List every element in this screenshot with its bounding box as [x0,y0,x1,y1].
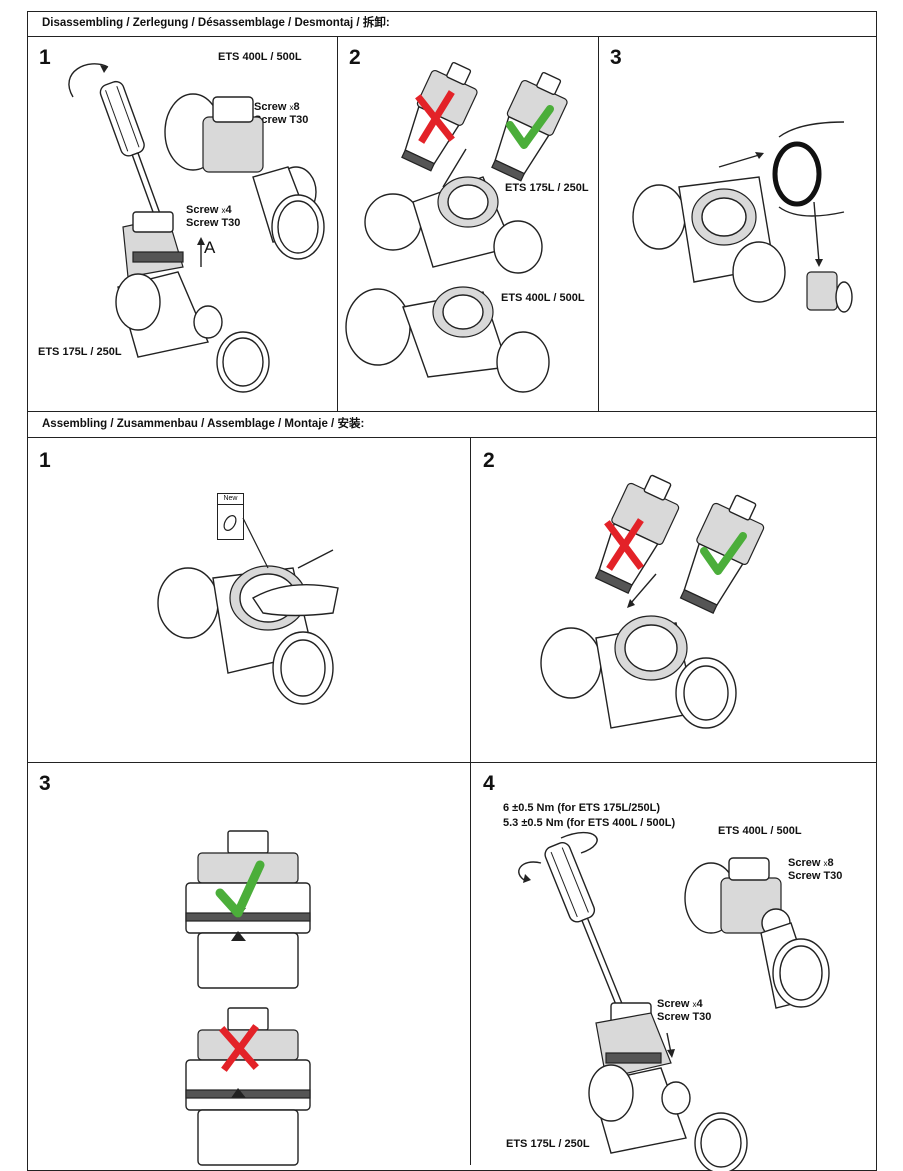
check-icon [506,105,554,149]
valve-icon [164,93,325,260]
actuator-icon [679,494,765,614]
assembly-step4-illustration [518,832,830,1171]
actuator-icon [185,830,311,989]
valve-icon [684,857,830,1009]
screw-label: Screw x8 Screw T30 [254,101,309,126]
cross-icon [219,1024,259,1072]
o-ring-icon [223,515,237,531]
model-label: ETS 175L / 250L [506,1138,590,1150]
divider [598,36,599,411]
step-number: 2 [483,449,495,472]
valve-icon [540,615,737,729]
screw-label: Screw x4 Screw T30 [186,204,241,229]
divider [470,437,471,1165]
cross-icon [604,518,644,571]
model-label: ETS 400L / 500L [218,51,302,63]
valve-icon [632,176,786,303]
model-label: ETS 400L / 500L [501,292,585,304]
step-number: 4 [483,772,495,795]
step-number: 1 [39,449,51,472]
disassembly-step3-illustration [632,121,853,313]
screw-label: Screw x4 Screw T30 [657,998,712,1023]
check-icon [700,532,747,575]
step-number: 3 [39,772,51,795]
arrow-label: A [204,238,216,257]
valve-icon [364,176,543,274]
model-label: ETS 175L / 250L [505,182,589,194]
new-part-box: New [217,493,244,540]
check-icon [215,860,265,918]
divider [27,411,877,412]
model-label: ETS 400L / 500L [718,825,802,837]
divider [27,437,877,438]
assembly-step3-illustration [185,830,311,1166]
filter-icon [806,271,853,313]
divider [337,36,338,411]
cross-icon [415,90,455,144]
valve-icon [115,211,270,393]
new-label: New [218,494,243,505]
actuator-icon [491,71,568,182]
disassembly-step2-illustration [345,61,568,393]
assembly-step2-illustration [540,474,765,729]
o-ring-icon [772,141,822,207]
step-number: 2 [349,46,361,69]
disassembly-header: Disassembling / Zerlegung / Désassemblag… [42,17,390,29]
assembly-step1-illustration [157,517,339,705]
model-label: ETS 175L / 250L [38,346,122,358]
screw-label: Screw x8 Screw T30 [788,857,843,882]
valve-icon [345,286,550,393]
assembly-header: Assembling / Zusammenbau / Assemblage / … [42,418,365,430]
torque-spec: 5.3 ±0.5 Nm (for ETS 400L / 500L) [503,817,676,829]
divider [27,36,877,37]
step-number: 3 [610,46,622,69]
torque-spec: 6 ±0.5 Nm (for ETS 175L/250L) [503,802,661,814]
valve-icon [588,1002,748,1171]
disassembly-step1-illustration [68,63,325,393]
divider [27,762,877,763]
step-number: 1 [39,46,51,69]
